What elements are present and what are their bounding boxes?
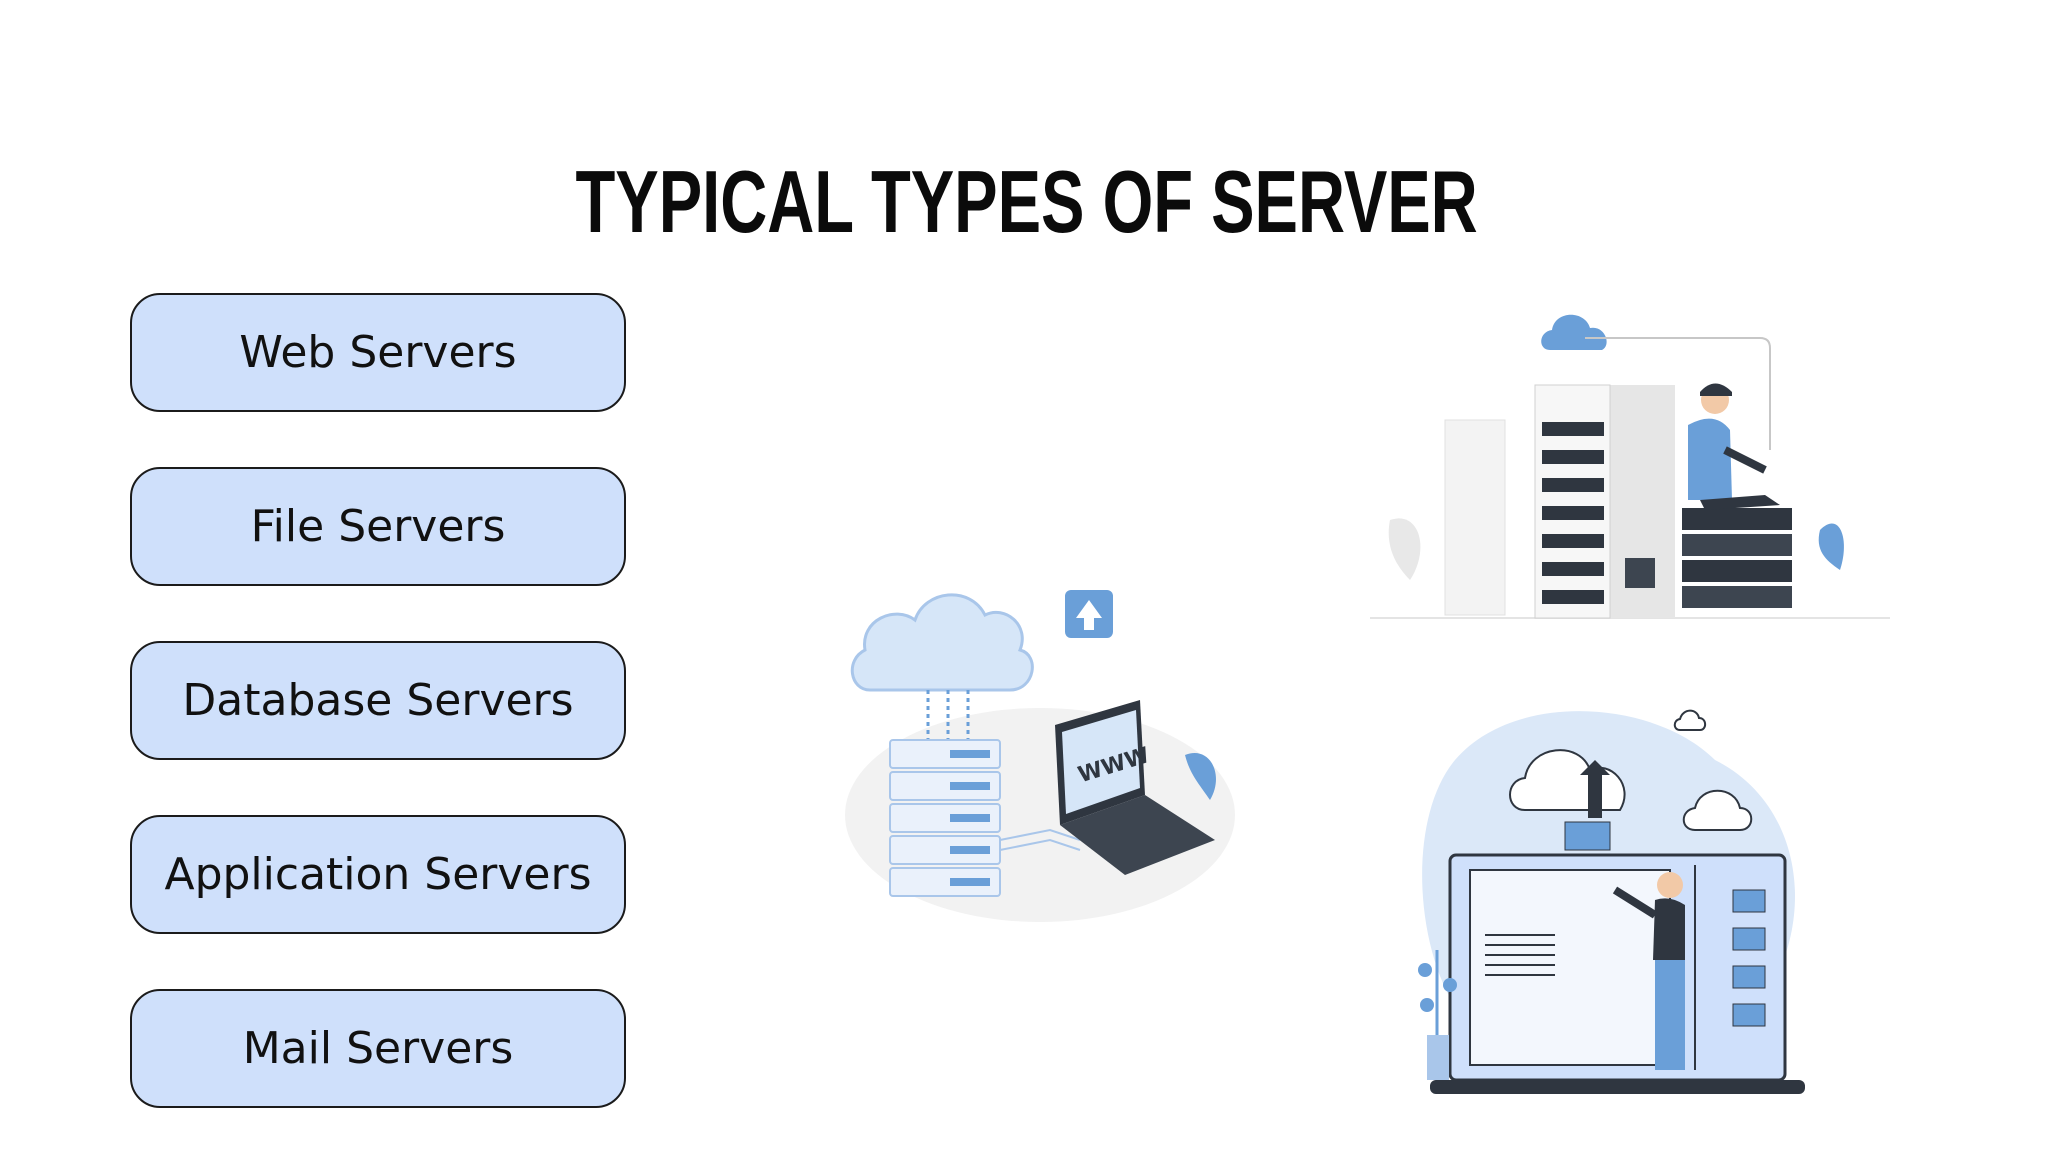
server-stack-icon xyxy=(889,739,1001,897)
person-icon xyxy=(1688,383,1780,510)
type-database-servers[interactable]: Database Servers xyxy=(130,641,626,760)
upload-badge-icon xyxy=(1065,590,1113,638)
cloud-icon xyxy=(1541,314,1607,390)
small-server-stack-icon xyxy=(1682,508,1792,608)
person-uploading-files-illustration xyxy=(1418,709,1805,1094)
type-mail-servers[interactable]: Mail Servers xyxy=(130,989,626,1108)
type-application-servers[interactable]: Application Servers xyxy=(130,815,626,934)
person-on-server-rack-illustration xyxy=(1370,314,1890,619)
cloud-icon xyxy=(850,593,1034,692)
server-rack-icon xyxy=(1534,384,1675,619)
page-title: TYPICAL TYPES OF SERVER xyxy=(575,152,1478,251)
type-web-servers[interactable]: Web Servers xyxy=(130,293,626,412)
laptop-icon: WWW xyxy=(1055,700,1215,875)
type-file-servers[interactable]: File Servers xyxy=(130,467,626,586)
cloud-server-laptop-illustration: WWW xyxy=(845,590,1235,922)
person-icon xyxy=(1612,872,1685,1070)
